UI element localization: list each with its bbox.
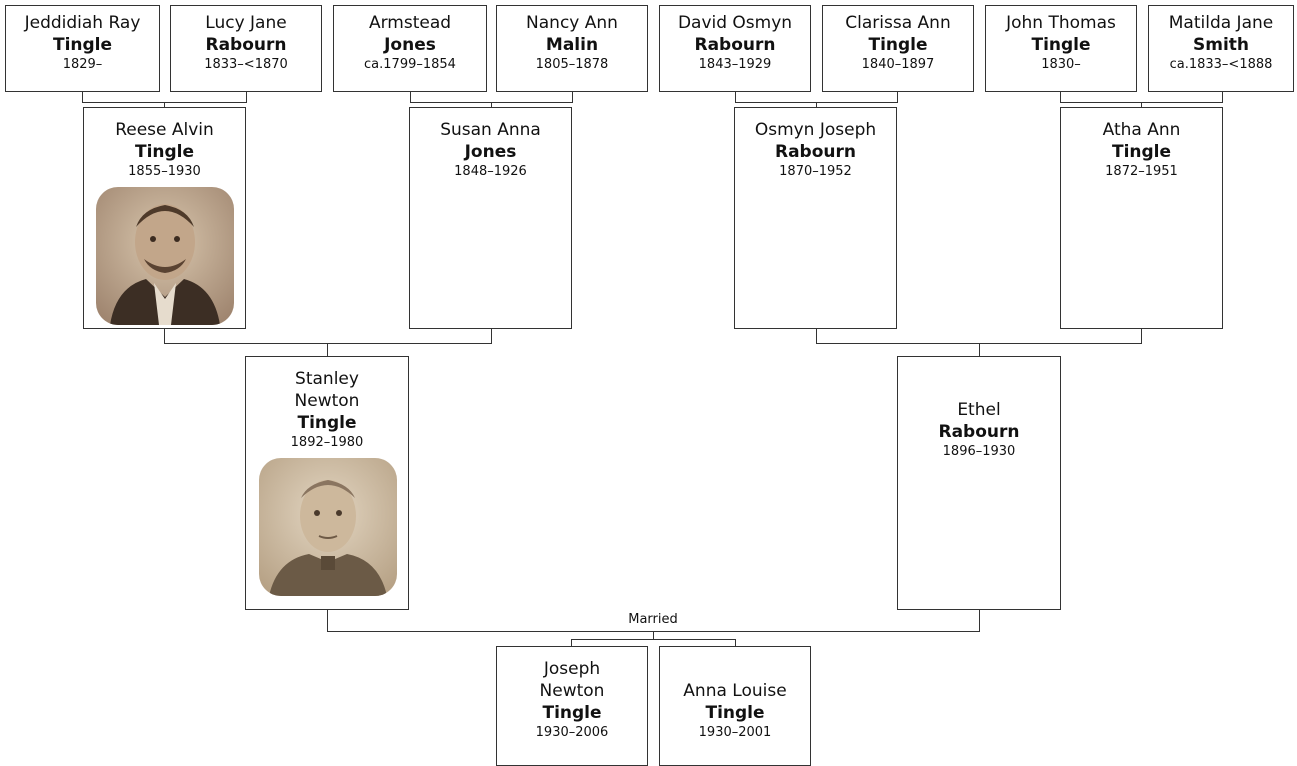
- life-dates: 1896–1930: [942, 444, 1016, 459]
- life-dates: 1892–1980: [290, 435, 364, 450]
- person-card-reese-alvin-tingle[interactable]: Reese Alvin Tingle 1855–1930: [83, 107, 246, 329]
- surname: Tingle: [705, 703, 765, 723]
- surname: Tingle: [134, 142, 195, 162]
- surname: Tingle: [1031, 35, 1091, 55]
- surname: Tingle: [297, 413, 357, 433]
- person-card-clarissa-ann-tingle[interactable]: Clarissa Ann Tingle 1840–1897: [822, 5, 974, 92]
- given-name: Jeddidiah Ray: [24, 13, 141, 33]
- life-dates: ca.1833–<1888: [1169, 57, 1273, 72]
- person-card-david-osmyn-rabourn[interactable]: David Osmyn Rabourn 1843–1929: [659, 5, 811, 92]
- person-card-stanley-newton-tingle[interactable]: Stanley Newton Tingle 1892–1980: [245, 356, 409, 610]
- person-card-matilda-jane-smith[interactable]: Matilda Jane Smith ca.1833–<1888: [1148, 5, 1294, 92]
- life-dates: 1930–2006: [535, 725, 609, 740]
- life-dates: 1848–1926: [454, 164, 527, 179]
- surname: Rabourn: [775, 142, 856, 162]
- surname: Jones: [464, 142, 517, 162]
- person-card-armstead-jones[interactable]: Armstead Jones ca.1799–1854: [333, 5, 487, 92]
- portrait-photo: [259, 458, 397, 596]
- surname: Tingle: [542, 703, 602, 723]
- surname: Rabourn: [694, 35, 776, 55]
- given-name: Anna Louise: [683, 681, 787, 701]
- surname: Jones: [384, 35, 436, 55]
- given-name: Joseph Newton: [539, 659, 605, 701]
- life-dates: ca.1799–1854: [364, 57, 456, 72]
- life-dates: 1840–1897: [861, 57, 935, 72]
- life-dates: 1855–1930: [128, 164, 201, 179]
- person-card-ethel-rabourn[interactable]: Ethel Rabourn 1896–1930: [897, 356, 1061, 610]
- surname: Rabourn: [938, 422, 1020, 442]
- life-dates: 1830–: [1041, 57, 1081, 72]
- surname: Tingle: [52, 35, 113, 55]
- person-card-osmyn-joseph-rabourn[interactable]: Osmyn Joseph Rabourn 1870–1952: [734, 107, 897, 329]
- person-card-atha-ann-tingle[interactable]: Atha Ann Tingle 1872–1951: [1060, 107, 1223, 329]
- surname: Rabourn: [205, 35, 287, 55]
- person-card-joseph-newton-tingle[interactable]: Joseph Newton Tingle 1930–2006: [496, 646, 648, 766]
- married-label: Married: [600, 612, 706, 628]
- person-card-nancy-ann-malin[interactable]: Nancy Ann Malin 1805–1878: [496, 5, 648, 92]
- given-name: Matilda Jane: [1168, 13, 1274, 33]
- surname: Smith: [1192, 35, 1249, 55]
- given-name: Reese Alvin: [115, 120, 214, 140]
- person-card-susan-anna-jones[interactable]: Susan Anna Jones 1848–1926: [409, 107, 572, 329]
- life-dates: 1829–: [62, 57, 103, 72]
- given-name: Armstead: [368, 13, 452, 33]
- given-name: Atha Ann: [1102, 120, 1181, 140]
- life-dates: 1930–2001: [698, 725, 772, 740]
- given-name: Ethel: [957, 400, 1001, 420]
- person-card-jeddidiah-ray-tingle[interactable]: Jeddidiah Ray Tingle 1829–: [5, 5, 160, 92]
- surname: Tingle: [868, 35, 928, 55]
- given-name: Osmyn Joseph: [754, 120, 877, 140]
- given-name: Susan Anna: [440, 120, 541, 140]
- person-card-lucy-jane-rabourn[interactable]: Lucy Jane Rabourn 1833–<1870: [170, 5, 322, 92]
- life-dates: 1843–1929: [698, 57, 772, 72]
- given-name: John Thomas: [1006, 13, 1116, 33]
- person-card-john-thomas-tingle[interactable]: John Thomas Tingle 1830–: [985, 5, 1137, 92]
- life-dates: 1833–<1870: [204, 57, 288, 72]
- given-name: David Osmyn: [677, 13, 793, 33]
- given-name: Lucy Jane: [205, 13, 287, 33]
- given-name: Clarissa Ann: [845, 13, 951, 33]
- given-name: Stanley Newton: [294, 369, 360, 411]
- person-card-anna-louise-tingle[interactable]: Anna Louise Tingle 1930–2001: [659, 646, 811, 766]
- given-name: Nancy Ann: [526, 13, 618, 33]
- life-dates: 1872–1951: [1105, 164, 1178, 179]
- surname: Malin: [545, 35, 599, 55]
- life-dates: 1805–1878: [535, 57, 609, 72]
- surname: Tingle: [1111, 142, 1172, 162]
- life-dates: 1870–1952: [779, 164, 852, 179]
- portrait-photo: [95, 187, 234, 325]
